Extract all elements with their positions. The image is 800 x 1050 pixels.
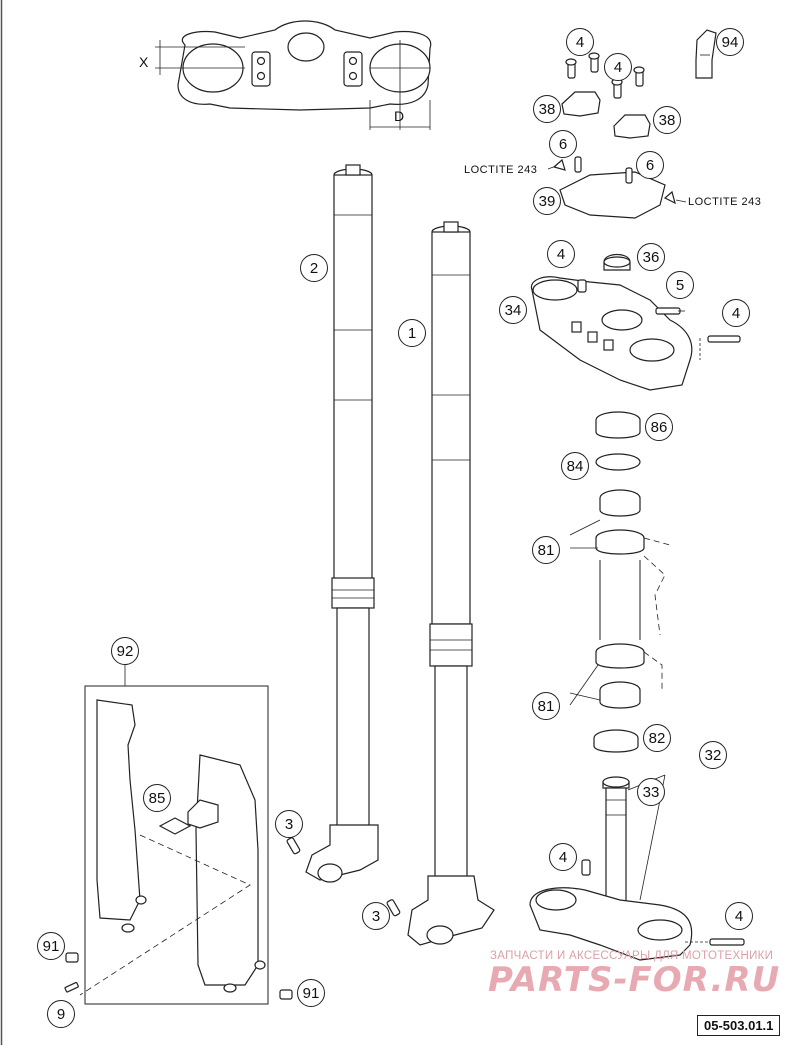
callout-4: 4 <box>604 53 632 81</box>
handlebar-clamp-lower <box>552 156 676 219</box>
callout-84: 84 <box>561 452 589 480</box>
callout-9: 9 <box>47 1000 75 1028</box>
handlebar-clamp-upper <box>561 91 651 139</box>
fork-guard-right <box>158 754 266 993</box>
callout-92: 92 <box>111 637 139 665</box>
callout-91: 91 <box>297 979 325 1007</box>
loctite-label-right: LOCTITE 243 <box>688 196 762 208</box>
callout-38: 38 <box>653 106 681 134</box>
callout-4: 4 <box>722 299 750 327</box>
bolts-3 <box>286 837 401 917</box>
callout-32: 32 <box>699 741 727 769</box>
diagram-part-number: 05-503.01.1 <box>697 1015 781 1036</box>
dim-d-label: D <box>394 108 405 124</box>
callout-4: 4 <box>547 240 575 268</box>
small-screws <box>64 952 293 1000</box>
loctite-tube <box>695 29 717 79</box>
loctite-label-left: LOCTITE 243 <box>464 164 538 176</box>
bearing-leaders <box>569 519 601 706</box>
steering-bearings <box>593 411 671 753</box>
callout-36: 36 <box>637 243 665 271</box>
callout-86: 86 <box>645 413 673 441</box>
guard-dash <box>79 834 251 996</box>
fork-leg-2 <box>305 164 379 883</box>
fork-guard-left <box>96 699 147 933</box>
callout-81: 81 <box>532 536 560 564</box>
fork-guard-box <box>84 685 269 1005</box>
triple-clamp-top-view <box>155 20 432 130</box>
callout-34: 34 <box>499 296 527 324</box>
callout-39: 39 <box>533 187 561 215</box>
callout-38: 38 <box>533 95 561 123</box>
callout-81: 81 <box>532 692 560 720</box>
handlebar-clamp-bolts <box>565 52 645 99</box>
fork-leg-1 <box>407 221 495 946</box>
callout-6: 6 <box>636 151 664 179</box>
callout-4: 4 <box>566 28 594 56</box>
callout-82: 82 <box>643 724 671 752</box>
watermark-logo: PARTS-FOR.RU <box>488 960 781 1000</box>
lower-triple-clamp <box>529 776 745 961</box>
callout-5: 5 <box>666 271 694 299</box>
watermark-tagline: ЗАПЧАСТИ И АКСЕССУАРЫ ДЛЯ МОТОТЕХНИКИ <box>490 950 774 962</box>
callout-91: 91 <box>37 932 65 960</box>
callout-2: 2 <box>300 254 328 282</box>
upper-triple-clamp <box>530 253 741 391</box>
dim-x-label: X <box>139 54 149 70</box>
callout-33: 33 <box>637 778 665 806</box>
callout-94: 94 <box>716 28 744 56</box>
callout-4: 4 <box>549 843 577 871</box>
callout-1: 1 <box>398 319 426 347</box>
callout-85: 85 <box>143 784 171 812</box>
callout-4: 4 <box>725 902 753 930</box>
callout-3: 3 <box>362 902 390 930</box>
callout-6: 6 <box>549 130 577 158</box>
callout-3: 3 <box>275 810 303 838</box>
